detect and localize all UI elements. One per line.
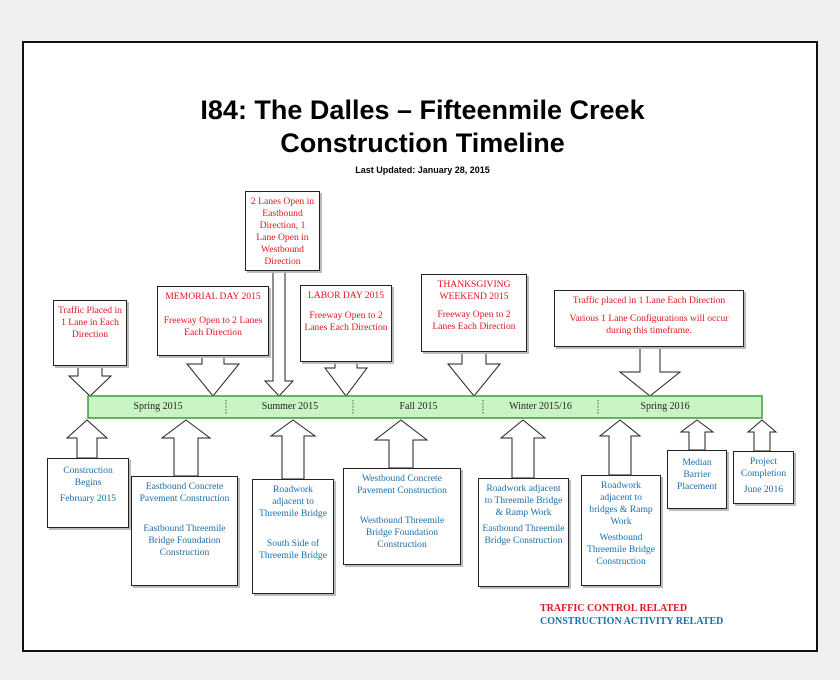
timeline-segment-winter-2015-16: Winter 2015/16: [509, 401, 572, 412]
traffic-box-two-lanes-eastbound: 2 Lanes Open in Eastbound Direction, 1 L…: [245, 191, 320, 271]
construction-text: Project Completion: [740, 456, 787, 479]
arrow-thanksgiving: [446, 351, 502, 397]
title-panel: I84: The Dalles – Fifteenmile Creek Cons…: [159, 86, 686, 184]
traffic-text: Freeway Open to 2 Lanes Each Direction: [432, 309, 516, 332]
construction-box-roadwork-bridges: Roadwork adjacent to bridges & Ramp Work…: [581, 475, 661, 586]
legend-construction: CONSTRUCTION ACTIVITY RELATED: [540, 616, 724, 627]
construction-text: South Side of Threemile Bridge: [259, 538, 327, 561]
arrow-eastbound-pavement: [160, 419, 212, 477]
construction-box-eastbound-pavement: Eastbound Concrete Pavement Construction…: [131, 476, 238, 586]
arrow-roadwork-bridges: [598, 419, 642, 476]
arrow-westbound-pavement: [373, 419, 429, 469]
construction-box-project-completion: Project Completion June 2016: [733, 451, 794, 504]
legend: TRAFFIC CONTROL RELATED CONSTRUCTION ACT…: [540, 602, 723, 628]
traffic-box-one-lane-each: Traffic placed in 1 Lane Each Direction …: [554, 290, 744, 347]
traffic-box-1-lane: Traffic Placed in 1 Lane in Each Directi…: [53, 300, 127, 366]
traffic-box-labor-day: LABOR DAY 2015 Freeway Open to 2 Lanes E…: [300, 285, 392, 362]
construction-text: Westbound Concrete Pavement Construction: [357, 473, 447, 496]
timeline-bar: [87, 395, 763, 419]
traffic-text: 2 Lanes Open in Eastbound Direction, 1 L…: [250, 196, 315, 267]
arrow-roadwork-threemile: [269, 419, 317, 480]
arrow-memorial-day: [185, 355, 241, 397]
traffic-box-memorial-day: MEMORIAL DAY 2015 Freeway Open to 2 Lane…: [157, 286, 269, 356]
construction-text: Construction Begins: [63, 465, 113, 488]
arrow-roadwork-ramp: [499, 419, 547, 479]
last-updated: Last Updated: January 28, 2015: [355, 165, 490, 175]
construction-text: Westbound Threemile Bridge Foundation Co…: [359, 515, 445, 550]
construction-box-roadwork-ramp: Roadwork adjacent to Threemile Bridge & …: [478, 478, 569, 587]
construction-text: Eastbound Threemile Bridge Foundation Co…: [143, 523, 226, 558]
timeline-segment-fall-2015: Fall 2015: [399, 401, 438, 412]
arrow-project-completion: [746, 419, 778, 452]
traffic-heading: THANKSGIVING WEEKEND 2015: [437, 279, 511, 302]
construction-text: June 2016: [743, 484, 784, 495]
diagram-subtitle: Construction Timeline: [280, 128, 565, 158]
construction-text: Median Barrier Placement: [677, 457, 717, 492]
traffic-heading: LABOR DAY 2015: [307, 290, 385, 301]
construction-box-median-barrier: Median Barrier Placement: [667, 450, 727, 509]
traffic-text: Traffic Placed in 1 Lane in Each Directi…: [58, 305, 122, 340]
traffic-heading: MEMORIAL DAY 2015: [165, 291, 261, 302]
arrow-two-lanes-eastbound: [263, 270, 295, 397]
traffic-text: Freeway Open to 2 Lanes Each Direction: [163, 315, 263, 338]
construction-text: February 2015: [59, 493, 117, 504]
construction-text: Westbound Threemile Bridge Construction: [587, 532, 655, 567]
traffic-box-thanksgiving: THANKSGIVING WEEKEND 2015 Freeway Open t…: [421, 274, 527, 352]
construction-text: Roadwork adjacent to Threemile Bridge: [259, 484, 327, 519]
arrow-labor-day: [324, 361, 368, 397]
arrow-traffic-1-lane: [67, 365, 113, 397]
construction-text: Roadwork adjacent to bridges & Ramp Work: [589, 480, 653, 527]
arrow-median-barrier: [679, 419, 715, 451]
timeline-segment-spring-2016: Spring 2016: [640, 401, 690, 412]
arrow-one-lane-each: [618, 346, 682, 397]
timeline-segment-spring-2015: Spring 2015: [133, 401, 183, 412]
timeline-segment-summer-2015: Summer 2015: [261, 401, 319, 412]
arrow-construction-begins: [65, 419, 109, 459]
traffic-text: Various 1 Lane Configurations will occur…: [569, 313, 729, 336]
traffic-text: Traffic placed in 1 Lane Each Direction: [572, 295, 726, 306]
construction-text: Roadwork adjacent to Threemile Bridge & …: [484, 483, 563, 518]
construction-box-westbound-pavement: Westbound Concrete Pavement Construction…: [343, 468, 461, 565]
construction-box-begins: Construction Begins February 2015: [47, 458, 129, 528]
construction-text: Eastbound Concrete Pavement Construction: [139, 481, 230, 504]
diagram-title: I84: The Dalles – Fifteenmile Creek: [200, 95, 645, 125]
construction-text: Eastbound Threemile Bridge Construction: [482, 523, 565, 546]
traffic-text: Freeway Open to 2 Lanes Each Direction: [304, 310, 388, 333]
construction-box-roadwork-threemile: Roadwork adjacent to Threemile Bridge So…: [252, 479, 334, 594]
legend-traffic: TRAFFIC CONTROL RELATED: [540, 603, 688, 614]
